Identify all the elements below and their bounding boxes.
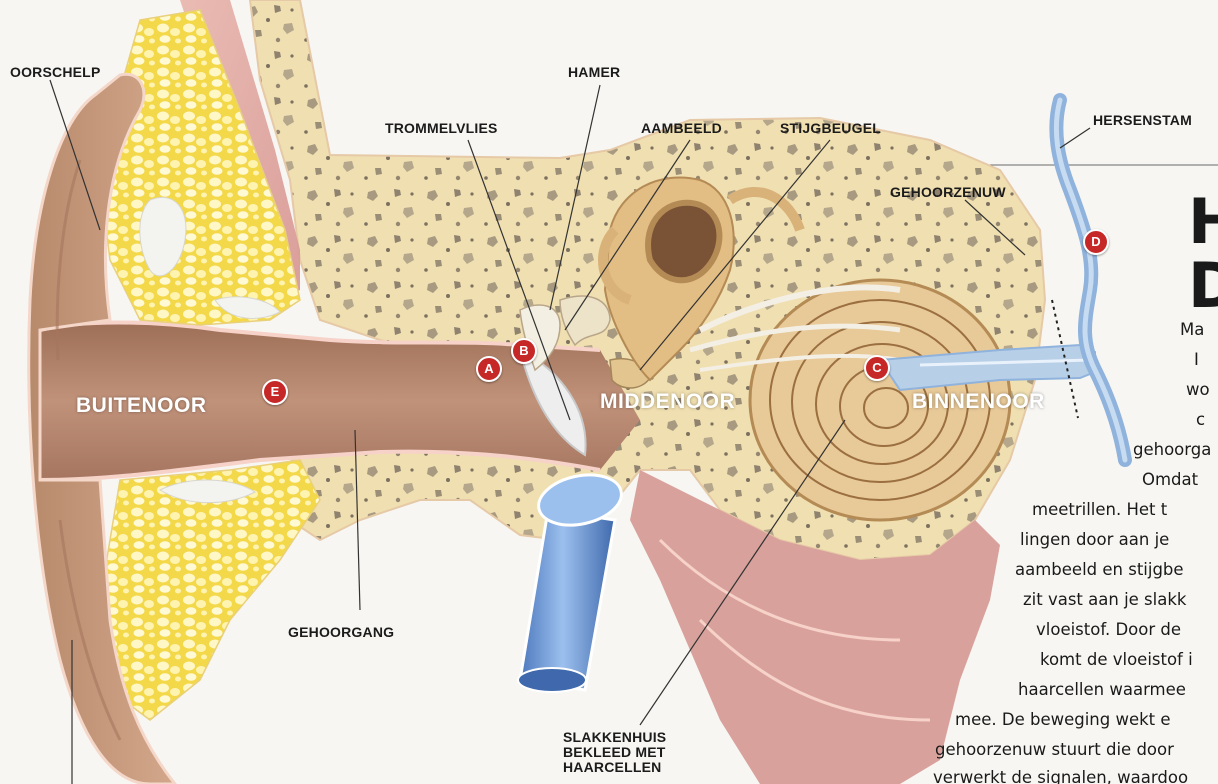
article-heading-line-1: H bbox=[1188, 190, 1218, 254]
label-slakkenhuis-line-2: BEKLEED MET bbox=[563, 745, 666, 760]
label-slakkenhuis-line-1: SLAKKENHUIS bbox=[563, 730, 666, 745]
label-gehoorgang: GEHOORGANG bbox=[288, 624, 394, 640]
marker-a: A bbox=[476, 356, 502, 382]
region-middenoor: MIDDENOOR bbox=[600, 390, 735, 414]
article-line: gehoorga bbox=[1133, 440, 1211, 459]
article-line: vloeistof. Door de bbox=[1036, 620, 1181, 639]
marker-c: C bbox=[864, 355, 890, 381]
article-line: lingen door aan je bbox=[1020, 530, 1169, 549]
label-slakkenhuis-line-3: HAARCELLEN bbox=[563, 760, 666, 775]
article-line: wo bbox=[1186, 380, 1210, 399]
article-line: gehoorzenuw stuurt die door bbox=[935, 740, 1174, 759]
region-buitenoor: BUITENOOR bbox=[76, 394, 207, 418]
article-heading-line-2: D bbox=[1188, 254, 1218, 318]
article-line: aambeeld en stijgbe bbox=[1015, 560, 1184, 579]
marker-e: E bbox=[262, 379, 288, 405]
label-hamer: HAMER bbox=[568, 64, 620, 80]
region-binnenoor: BINNENOOR bbox=[912, 390, 1045, 414]
label-stijgbeugel: STIJGBEUGEL bbox=[780, 120, 881, 136]
article-line: zit vast aan je slakk bbox=[1023, 590, 1186, 609]
article-line: verwerkt de signalen, waardoo bbox=[933, 768, 1188, 784]
article-line: Omdat bbox=[1142, 470, 1198, 489]
marker-d: D bbox=[1083, 229, 1109, 255]
label-gehoorzenuw: GEHOORZENUW bbox=[890, 184, 1006, 200]
article-line: meetrillen. Het t bbox=[1032, 500, 1167, 519]
article-line: I bbox=[1194, 350, 1199, 369]
label-hersenstam: HERSENSTAM bbox=[1093, 112, 1192, 128]
article-line: komt de vloeistof i bbox=[1040, 650, 1193, 669]
article-line: haarcellen waarmee bbox=[1018, 680, 1186, 699]
article-line: Ma bbox=[1180, 320, 1204, 339]
article-line: c bbox=[1196, 410, 1205, 429]
article-line: mee. De beweging wekt e bbox=[955, 710, 1171, 729]
article-heading: H D bbox=[1188, 190, 1218, 318]
label-aambeeld: AAMBEELD bbox=[641, 120, 722, 136]
label-oorschelp: OORSCHELP bbox=[10, 64, 100, 80]
marker-b: B bbox=[511, 338, 537, 364]
label-trommelvlies: TROMMELVLIES bbox=[385, 120, 498, 136]
label-slakkenhuis: SLAKKENHUIS BEKLEED MET HAARCELLEN bbox=[563, 730, 666, 775]
